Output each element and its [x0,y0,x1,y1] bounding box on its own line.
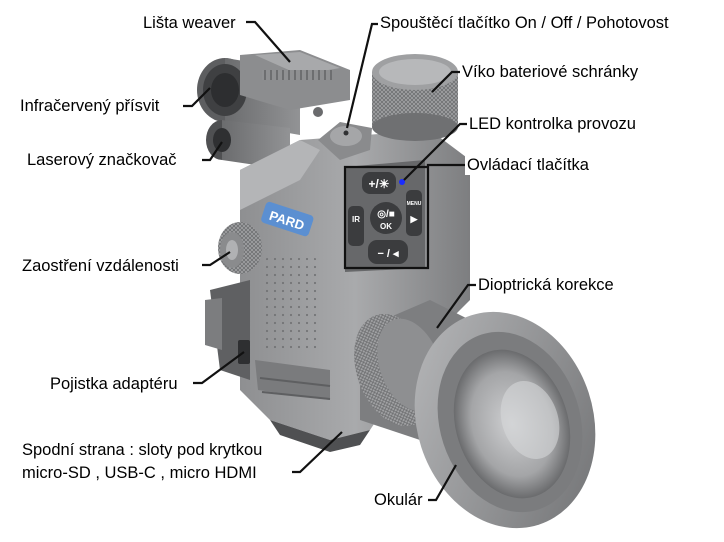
leader-control-buttons [343,163,465,270]
leader-focus [202,251,231,267]
leader-weaver-rail [246,20,291,63]
label-control-buttons: Ovládací tlačítka [465,155,591,175]
ir-button-label: IR [352,215,360,224]
label-power-button: Spouštěcí tlačítko On / Off / Pohotovost [378,13,671,33]
label-bottom-side-line2: micro-SD , USB-C , micro HDMI [20,463,259,483]
leader-adapter-lock [193,351,245,385]
leader-eyepiece [428,464,457,502]
label-diopter: Dioptrická korekce [476,275,616,295]
weaver-rail-part [240,50,350,117]
leader-led [403,122,467,181]
label-laser-marker: Laserový značkovač [25,150,179,170]
logo-badge [261,201,314,237]
leader-ir-illuminator [183,87,211,108]
label-focus-distance: Zaostření vzdálenosti [20,256,181,276]
leader-battery-cap [431,70,460,93]
leader-lines [183,20,476,502]
label-battery-cap: Víko bateriové schránky [460,62,641,82]
control-panel: +/☀ IR ◎/■ OK − / ◂ MENU ▶ [345,160,425,272]
leader-power-button [345,22,378,129]
leader-diopter [436,283,476,329]
label-bottom-side-line1: Spodní strana : sloty pod krytkou [20,440,265,460]
leader-laser-marker [202,141,223,162]
play-button-label: ▶ [410,214,419,224]
label-ir-illuminator: Infračervený přísvit [18,96,162,116]
battery-cap-part [372,54,458,141]
label-eyepiece: Okulár [372,490,425,510]
led-indicator-light [399,179,405,185]
photo-ok-button-label: ◎/■ [377,209,395,220]
eyecup-part [414,311,596,529]
leader-bottom-side [292,431,343,474]
label-led-indicator: LED kontrolka provozu [467,114,638,134]
minus-button[interactable] [368,240,408,264]
menu-play-button[interactable] [406,190,422,236]
label-adapter-lock: Pojistka adaptéru [48,374,180,394]
label-weaver-rail: Lišta weaver [141,13,238,33]
power-button-part [318,122,372,160]
plus-ir-button-label: +/☀ [368,177,389,191]
minus-button-label: − / ◂ [377,248,399,260]
ir-button[interactable] [348,206,364,246]
menu-button-label: MENU [407,201,422,207]
photo-ok-button[interactable] [370,202,402,234]
bottom-part [270,420,370,452]
plus-ir-button[interactable] [362,172,396,194]
ok-button-label: OK [380,222,392,231]
focus-knob-part [218,222,262,274]
